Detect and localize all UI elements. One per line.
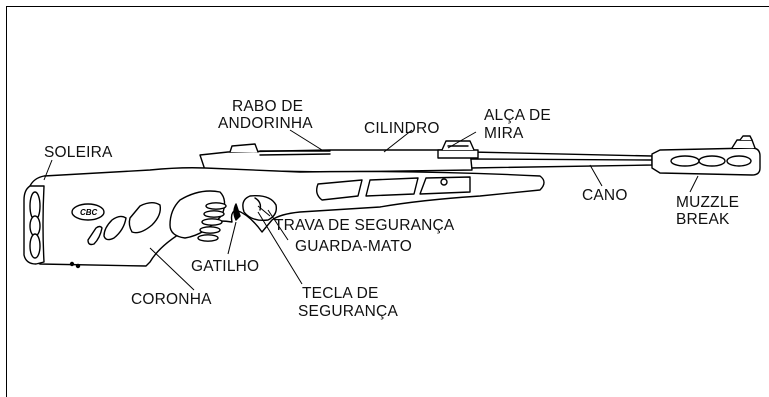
trigger	[233, 203, 241, 221]
stock	[23, 167, 545, 269]
label-coronha: CORONHA	[131, 291, 212, 308]
label-rabo-de-andorinha-line2: ANDORINHA	[218, 115, 313, 132]
label-alca-de-mira-line1: ALÇA DE	[484, 107, 551, 124]
label-muzzle-break-line1: MUZZLE	[676, 194, 739, 211]
label-muzzle-break-line2: BREAK	[676, 211, 730, 228]
leader-lines	[43, 129, 699, 291]
rear-sight	[437, 140, 479, 159]
label-tecla-de-seguranca-line1: TECLA DE	[302, 285, 379, 302]
label-guarda-mato: GUARDA-MATO	[295, 238, 412, 255]
cylinder	[199, 143, 473, 173]
label-rabo-de-andorinha-line1: RABO DE	[232, 98, 303, 115]
label-alca-de-mira-line2: MIRA	[484, 125, 524, 142]
frame-left-border	[6, 6, 7, 397]
grip-texture	[197, 202, 227, 242]
safety-key	[254, 197, 262, 211]
label-tecla-de-seguranca-line2: SEGURANÇA	[298, 303, 398, 320]
label-cilindro: CILINDRO	[364, 120, 440, 137]
cbc-logo	[71, 203, 105, 221]
label-trava-de-seguranca: TRAVA DE SEGURANÇA	[274, 217, 455, 234]
muzzle-brake	[651, 135, 761, 176]
barrel	[469, 151, 653, 169]
logo-text: CBC	[80, 208, 98, 217]
label-soleira: SOLEIRA	[44, 144, 113, 161]
frame-top-border	[6, 6, 769, 7]
label-gatilho: GATILHO	[191, 258, 259, 275]
label-cano: CANO	[582, 187, 628, 204]
